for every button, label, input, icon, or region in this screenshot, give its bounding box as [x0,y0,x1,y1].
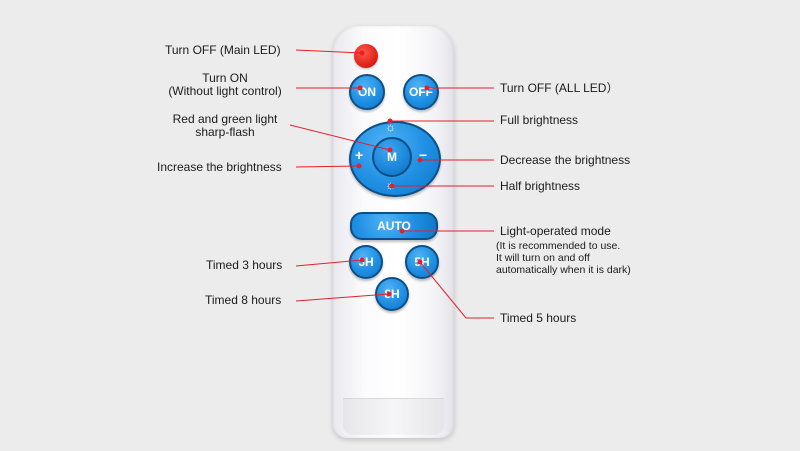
label-half: Half brightness [500,180,580,193]
label-light-note: (It is recommended to use. It will turn … [496,240,631,276]
label-flash: Red and green light sharp-flash [160,113,290,139]
label-decrease: Decrease the brightness [500,154,630,167]
line-5h [420,262,494,318]
label-timed-3: Timed 3 hours [206,259,282,272]
label-full: Full brightness [500,114,578,127]
line-increase [296,166,359,167]
label-light-mode: Light-operated mode [500,225,611,238]
label-turn-on: Turn ON (Without light control) [155,72,295,98]
line-3h [296,260,362,266]
line-8h [296,294,389,301]
label-increase: Increase the brightness [157,161,282,174]
label-turn-off-main: Turn OFF (Main LED) [165,44,281,57]
label-timed-8: Timed 8 hours [205,294,281,307]
label-turn-off-all: Turn OFF (ALL LED） [500,82,618,95]
line-flash [290,125,390,150]
line-main-off [296,50,362,53]
label-timed-5: Timed 5 hours [500,312,576,325]
